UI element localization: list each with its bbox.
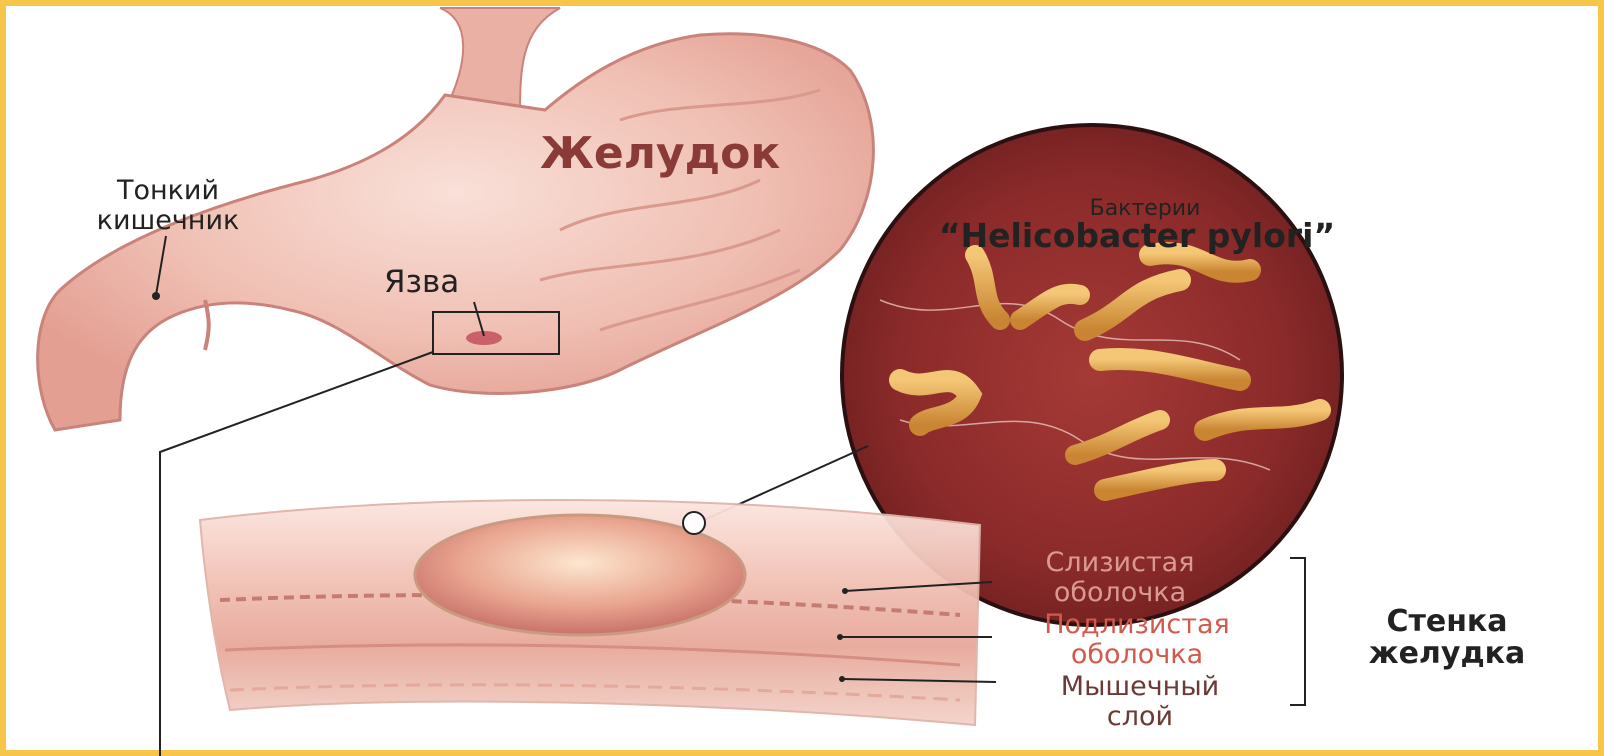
bacteria-species-label: “Helicobacter pylori” xyxy=(902,216,1372,255)
ulcer-label: Язва xyxy=(384,264,459,300)
stomach-wall-label: Стенка желудка xyxy=(1332,606,1562,670)
mucus-callout-circle xyxy=(683,512,705,534)
mucosa-label-line1: Слизистая xyxy=(990,548,1250,578)
mucosa-label-line2: оболочка xyxy=(990,578,1250,608)
small-intestine-label-line1: Тонкий xyxy=(58,176,278,206)
submucosa-label-line2: оболочка xyxy=(990,640,1284,670)
muscle-pointer-dot xyxy=(839,676,845,682)
wall-bracket xyxy=(1290,558,1305,705)
muscle-label-line2: слой xyxy=(1000,702,1280,732)
submucosa-label: Подлизистая оболочка xyxy=(990,610,1284,670)
intestine-pointer-dot xyxy=(152,292,160,300)
mucosa-pointer-dot xyxy=(842,588,848,594)
wall-label-line2: желудка xyxy=(1332,638,1562,670)
stomach-label: Желудок xyxy=(540,128,780,179)
muscle-label-line1: Мышечный xyxy=(1000,672,1280,702)
submucosa-pointer-dot xyxy=(837,634,843,640)
pylorus xyxy=(205,300,209,350)
mucosa-label: Слизистая оболочка xyxy=(990,548,1250,608)
small-intestine-label: Тонкий кишечник xyxy=(58,176,278,236)
small-intestine-label-line2: кишечник xyxy=(58,206,278,236)
submucosa-label-line1: Подлизистая xyxy=(990,610,1284,640)
muscle-layer-label: Мышечный слой xyxy=(1000,672,1280,732)
wall-label-line1: Стенка xyxy=(1332,606,1562,638)
